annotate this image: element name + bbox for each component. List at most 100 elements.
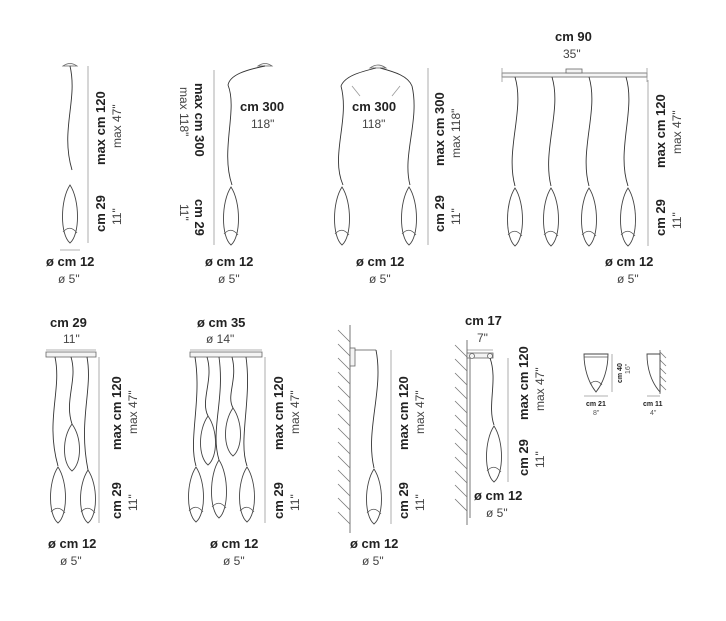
left-decentralized-cable [340,67,377,87]
canopy-diameter-label: ø cm 35 [197,315,245,330]
shade-detail-3 [581,230,597,237]
height-label: max cm 120 [109,376,124,450]
cable-inch-label: 118" [251,117,274,131]
diameter-label: ø cm 12 [205,254,253,269]
figure-decentralized-pendant: cm 300 118" max cm 300 max 118" cm 29 11… [177,63,284,286]
diameter-inch-label: ø 5" [218,272,240,286]
height-inch-label: max 47" [413,390,427,434]
width-label: cm 21 [586,401,606,408]
diameter-label: ø cm 12 [210,536,258,551]
suspension-cable [227,84,233,186]
shade-detail [486,466,502,473]
ceiling-canopy [368,64,388,69]
height-label: max cm 300 [192,83,207,157]
figure-single-pendant: max cm 120 max 47" cm 29 11" ø cm 12 ø 5… [46,63,124,286]
sconce-detail [589,380,603,386]
right-suspension-cable [407,85,415,186]
diameter-label: ø cm 12 [48,536,96,551]
glass-shade [366,468,382,525]
height-inch-label: max 47" [110,104,124,148]
shade-height-label: cm 29 [516,439,531,476]
cable-2 [69,356,74,425]
height-label: max cm 120 [396,376,411,450]
diameter-inch-label: ø 5" [617,272,639,286]
figure-linear-four-pendant: cm 90 35" max cm 120 max 47" cm 29 11" ø… [501,29,684,286]
diameter-label: ø cm 12 [350,536,398,551]
glass-shade-3 [581,187,597,247]
diameter-inch-label: ø 5" [223,554,245,568]
diameter-inch-label: ø 5" [58,272,80,286]
glass-shade-3 [80,469,96,524]
sconce-shade [583,353,609,393]
height-inch-label: max 118" [449,109,463,158]
cable-5 [243,356,248,467]
arm-joint [469,353,475,359]
suspension-cable [371,349,379,469]
glass-shade-3 [211,459,227,519]
shade-height-label: cm 29 [653,199,668,236]
glass-shade [223,186,239,246]
shade-detail-4 [620,230,636,237]
shade-detail-3 [211,502,227,509]
shade-detail-3 [80,507,96,514]
figure-wall-pendant: max cm 120 max 47" cm 29 11" ø cm 12 ø 5… [337,325,427,568]
glass-shade-4 [620,187,636,247]
glass-shade-5 [239,466,255,523]
height-inch-label: max 47" [533,367,547,411]
width-inch-label: 11" [63,332,80,346]
left-shade-detail [334,229,350,236]
shade-height-inch-label: 11" [413,494,427,511]
height-label: max cm 120 [271,376,286,450]
linear-canopy [501,72,648,78]
diameter-label: ø cm 12 [356,254,404,269]
height-label: max cm 120 [516,346,531,420]
diameter-inch-label: ø 5" [362,554,384,568]
wall-bracket [349,347,356,367]
shade-height-label: cm 29 [93,195,108,232]
glass-shade-1 [507,187,523,247]
shade-detail-1 [507,230,523,237]
glass-shade-2 [64,423,80,472]
height-inch-label: 16" [625,363,632,374]
sconce-shade-side [646,353,661,394]
glass-shade-2 [200,415,216,466]
suspension-cable [489,357,495,426]
shade-height-inch-label: 11" [670,212,684,229]
left-suspension-cable [338,85,344,186]
depth-inch-label: 4" [650,410,657,417]
left-glass-shade [334,186,350,246]
shade-detail [62,227,78,234]
height-inch-label: max 47" [670,110,684,154]
height-label: max cm 120 [93,91,108,165]
cable-inch-label: 118" [362,117,385,131]
figure-wall-arm-pendant: cm 17 7" max cm 120 max 47" cm 29 11 [454,313,547,525]
glass-shade-1 [50,466,66,524]
figure-wall-sconce-front: cm 40 16" cm 21 8" [583,353,632,417]
height-label: max cm 120 [653,94,668,168]
cable-1 [193,356,198,467]
arm-length-label: cm 17 [465,313,502,328]
figure-double-decentralized-pendant: cm 300 118" max cm 300 max 118" cm 29 11… [334,64,463,286]
shade-detail-1 [188,506,204,513]
cable-4 [623,76,630,187]
shade-height-inch-label: 11" [533,451,547,468]
shade-height-label: cm 29 [432,195,447,232]
diameter-inch-label: ø 5" [60,554,82,568]
cable-3 [215,356,221,461]
shade-detail-5 [239,506,255,513]
diameter-label: ø cm 12 [46,254,94,269]
arm-length-inch-label: 7" [477,331,488,345]
width-label: cm 29 [50,315,87,330]
wall-hatching [337,329,351,525]
pointer-left [351,85,361,97]
height-inch-label: max 47" [126,390,140,434]
shade-height-label: cm 29 [192,199,207,236]
diameter-label: ø cm 12 [605,254,653,269]
shade-height-inch-label: 11" [177,204,191,221]
wall-arm [466,352,494,359]
shade-height-inch-label: 11" [126,494,140,511]
glass-shade [486,425,502,483]
diameter-inch-label: ø 5" [486,506,508,520]
cable-4 [230,356,235,409]
